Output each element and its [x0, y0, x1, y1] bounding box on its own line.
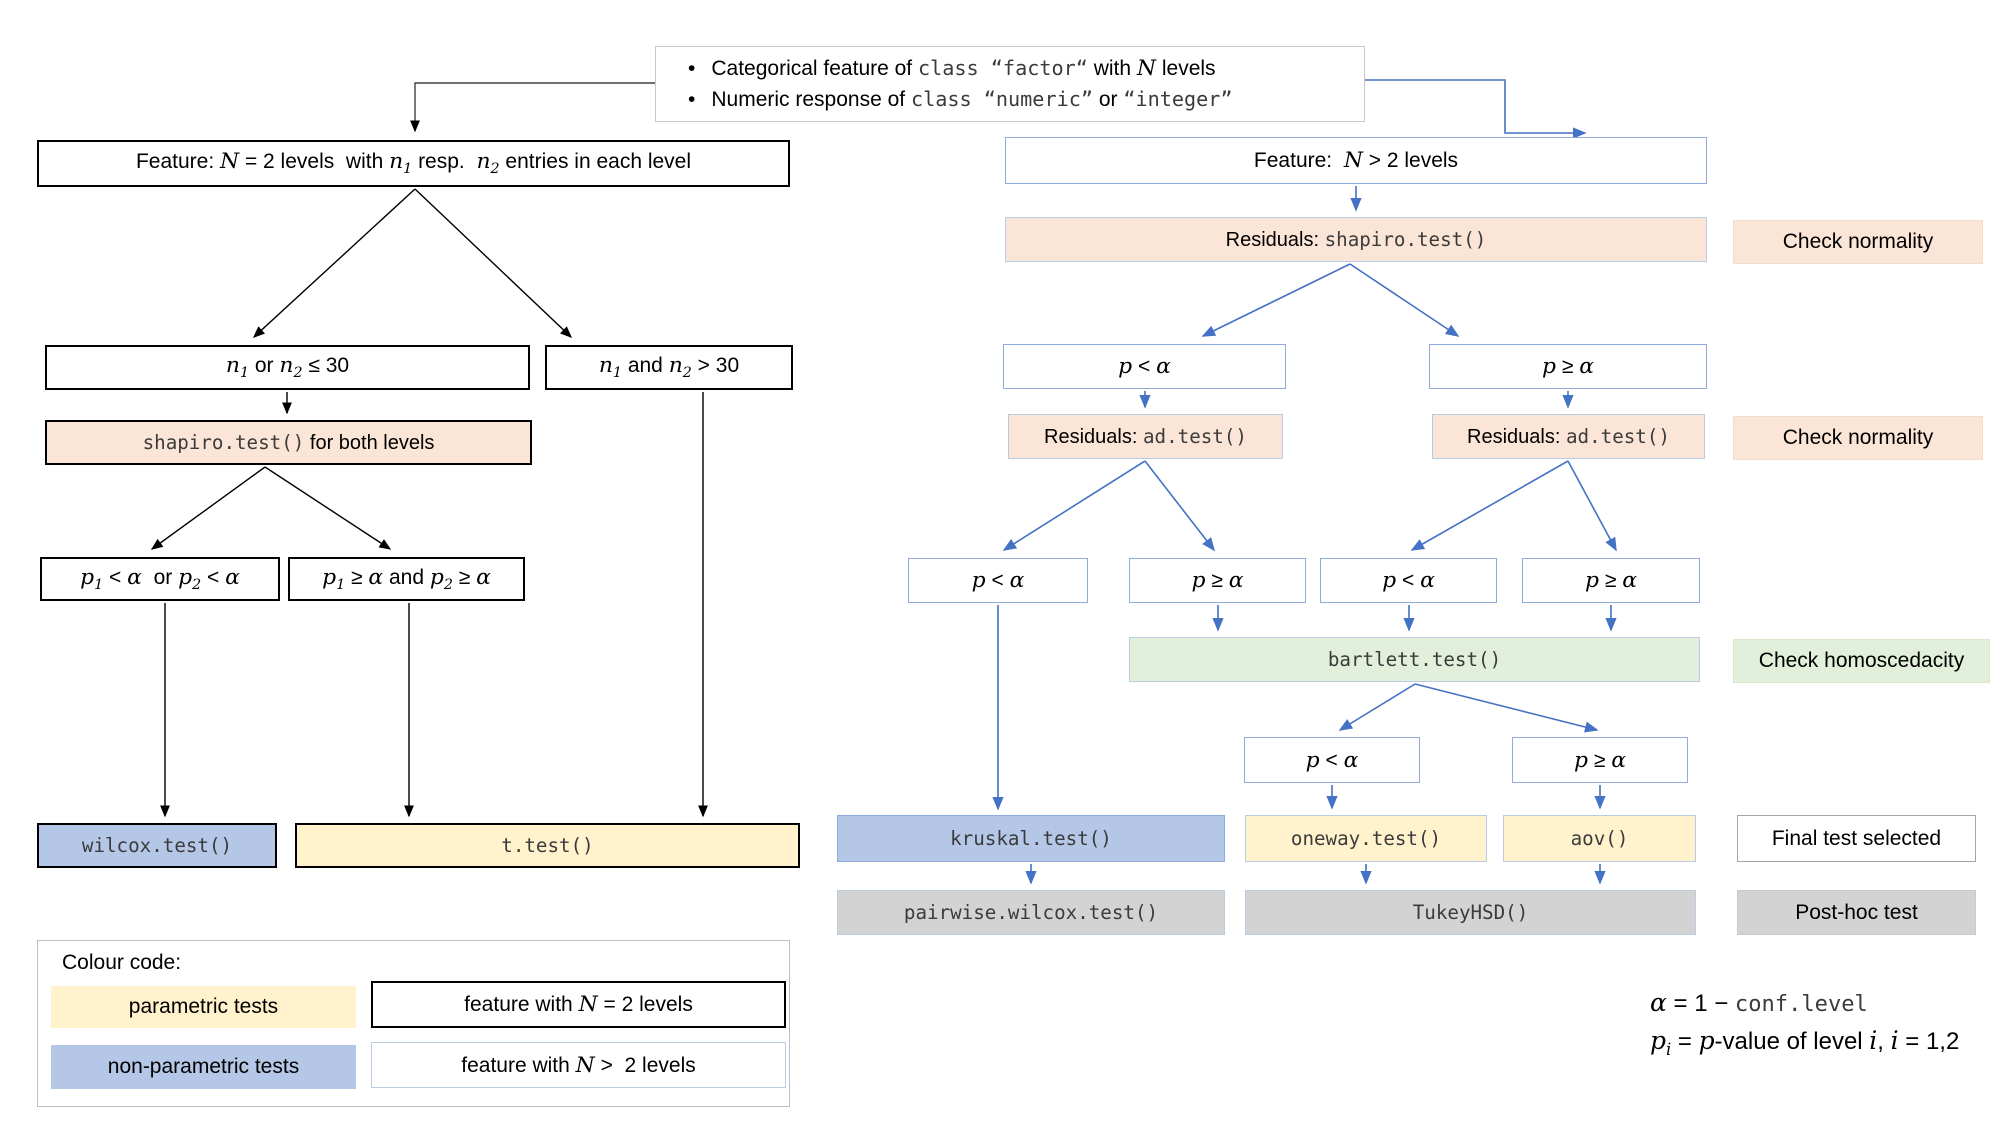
arrow-root-to-nlarge: [414, 188, 573, 338]
box-kruskal-test: kruskal.test(): [837, 815, 1225, 862]
label-text: Check normality: [1782, 426, 1934, 449]
legend-parametric-swatch: parametric tests: [51, 986, 356, 1028]
box-label: Residuals: shapiro.test(): [1225, 227, 1487, 251]
box-bartlett-test: bartlett.test(): [1129, 637, 1700, 682]
footnotes: α = 1 − conf.level pi = p-value of level…: [1650, 985, 2000, 1068]
box-label: TukeyHSD(): [1412, 900, 1529, 924]
box-label: p ≥ α: [1585, 568, 1637, 593]
arrow-rshapiro-to-plt1: [1201, 263, 1351, 337]
box-label: p < α: [1382, 568, 1435, 593]
box-p-small: p1 < α or p2 < α: [40, 557, 280, 601]
box-label: p ≥ α: [1191, 568, 1244, 593]
legend-nonparametric-label: non-parametric tests: [107, 1055, 300, 1078]
box-residuals-shapiro: Residuals: shapiro.test(): [1005, 217, 1707, 262]
legend-n2-box: feature with N = 2 levels: [371, 981, 786, 1028]
box-oneway-test: oneway.test(): [1245, 815, 1487, 862]
box-label: p1 < α or p2 < α: [80, 564, 240, 594]
arrow-adleft-to-pge2a: [1144, 460, 1215, 552]
box-p-lt-alpha-2a: p < α: [908, 558, 1088, 603]
box-label: pairwise.wilcox.test(): [903, 900, 1159, 924]
box-label: p1 ≥ α and p2 ≥ α: [322, 564, 491, 594]
box-label: Feature: N > 2 levels: [1253, 148, 1459, 173]
footnote-p-value: pi = p-value of level i, i = 1,2: [1650, 1026, 1960, 1059]
arrow-rshapiro-to-pge1: [1349, 263, 1460, 337]
box-p-ge-alpha-1: p ≥ α: [1429, 344, 1707, 389]
legend-nonparametric-swatch: non-parametric tests: [51, 1045, 356, 1089]
note-bullet-1-text: Categorical feature of class “factor“ wi…: [711, 56, 1216, 81]
box-p-ge-alpha-2a: p ≥ α: [1129, 558, 1306, 603]
bullet-icon: [688, 53, 711, 84]
box-label: wilcox.test(): [81, 833, 233, 857]
label-check-normality-2: Check normality: [1733, 416, 1983, 460]
legend-n2-label: feature with N = 2 levels: [464, 992, 693, 1017]
box-label: Feature: N = 2 levels with n1 resp. n2 e…: [135, 149, 692, 178]
colour-code-legend: Colour code: parametric tests feature wi…: [37, 940, 790, 1107]
box-label: kruskal.test(): [950, 826, 1112, 850]
box-label: shapiro.test() for both levels: [142, 430, 435, 454]
arrow-bartlett-to-pge3: [1414, 683, 1599, 733]
arrow-adleft-to-plt2a: [1002, 460, 1146, 551]
box-label: n1 and n2 > 30: [598, 353, 740, 382]
box-label: bartlett.test(): [1327, 647, 1502, 671]
label-check-homoscedacity: Check homoscedacity: [1733, 639, 1990, 683]
box-p-large: p1 ≥ α and p2 ≥ α: [288, 557, 525, 601]
label-text: Post-hoc test: [1795, 900, 1918, 924]
box-residuals-ad-right: Residuals: ad.test(): [1432, 414, 1705, 459]
box-label: oneway.test(): [1290, 826, 1442, 850]
box-label: p < α: [1118, 354, 1171, 379]
label-text: Check normality: [1782, 230, 1934, 253]
box-label: aov(): [1570, 826, 1629, 850]
note-bullet-1: Categorical feature of class “factor“ wi…: [688, 53, 1364, 84]
box-p-lt-alpha-2b: p < α: [1320, 558, 1497, 603]
box-pairwise-wilcox-test: pairwise.wilcox.test(): [837, 890, 1225, 935]
arrow-bartlett-to-plt3: [1338, 683, 1416, 731]
label-text: Final test selected: [1771, 826, 1942, 850]
box-n-small-sample: n1 or n2 ≤ 30: [45, 345, 530, 390]
label-text: Check homoscedacity: [1758, 649, 1965, 672]
note-bullet-2-text: Numeric response of class “numeric” or “…: [711, 87, 1233, 111]
arrow-note-to-right-root: [1365, 79, 1587, 139]
arrow-shapiro-to-psmall: [150, 466, 266, 550]
arrow-adright-to-plt2b: [1410, 460, 1569, 551]
legend-ngt2-box: feature with N > 2 levels: [371, 1042, 786, 1088]
box-p-lt-alpha-1: p < α: [1003, 344, 1286, 389]
box-label: p ≥ α: [1574, 747, 1626, 773]
box-label: p ≥ α: [1542, 354, 1594, 379]
box-label: t.test(): [501, 833, 594, 857]
legend-ngt2-label: feature with N > 2 levels: [461, 1052, 696, 1078]
arrow-adright-to-pge2b: [1567, 460, 1617, 552]
box-tukey-hsd: TukeyHSD(): [1245, 890, 1696, 935]
label-final-test-selected: Final test selected: [1737, 815, 1976, 862]
box-label: p < α: [1305, 747, 1359, 773]
box-t-test: t.test(): [295, 823, 800, 868]
legend-title: Colour code:: [62, 951, 182, 974]
box-shapiro-both-levels: shapiro.test() for both levels: [45, 420, 532, 465]
box-label: Residuals: ad.test(): [1044, 424, 1247, 448]
box-label: n1 or n2 ≤ 30: [225, 353, 350, 382]
box-p-ge-alpha-3: p ≥ α: [1512, 737, 1688, 783]
box-label: p < α: [971, 568, 1025, 593]
label-check-normality-1: Check normality: [1733, 220, 1983, 264]
arrow-note-to-left-root: [410, 82, 655, 133]
box-wilcox-test: wilcox.test(): [37, 823, 277, 868]
box-feature-n-eq-2: Feature: N = 2 levels with n1 resp. n2 e…: [37, 140, 790, 187]
box-n-large-sample: n1 and n2 > 30: [545, 345, 793, 390]
label-post-hoc-test: Post-hoc test: [1737, 890, 1976, 935]
box-feature-n-gt-2: Feature: N > 2 levels: [1005, 137, 1707, 184]
note-bullet-2: Numeric response of class “numeric” or “…: [688, 84, 1364, 115]
arrow-root-to-nsmall: [252, 188, 416, 338]
legend-parametric-label: parametric tests: [128, 995, 279, 1018]
box-aov: aov(): [1503, 815, 1696, 862]
box-label: Residuals: ad.test(): [1467, 424, 1670, 448]
input-requirements-note: Categorical feature of class “factor“ wi…: [655, 46, 1365, 122]
bullet-icon: [688, 84, 711, 115]
box-residuals-ad-left: Residuals: ad.test(): [1008, 414, 1283, 459]
box-p-lt-alpha-3: p < α: [1244, 737, 1420, 783]
arrow-shapiro-to-plarge: [264, 466, 392, 550]
footnote-alpha: α = 1 − conf.level: [1650, 988, 1868, 1017]
box-p-ge-alpha-2b: p ≥ α: [1522, 558, 1700, 603]
